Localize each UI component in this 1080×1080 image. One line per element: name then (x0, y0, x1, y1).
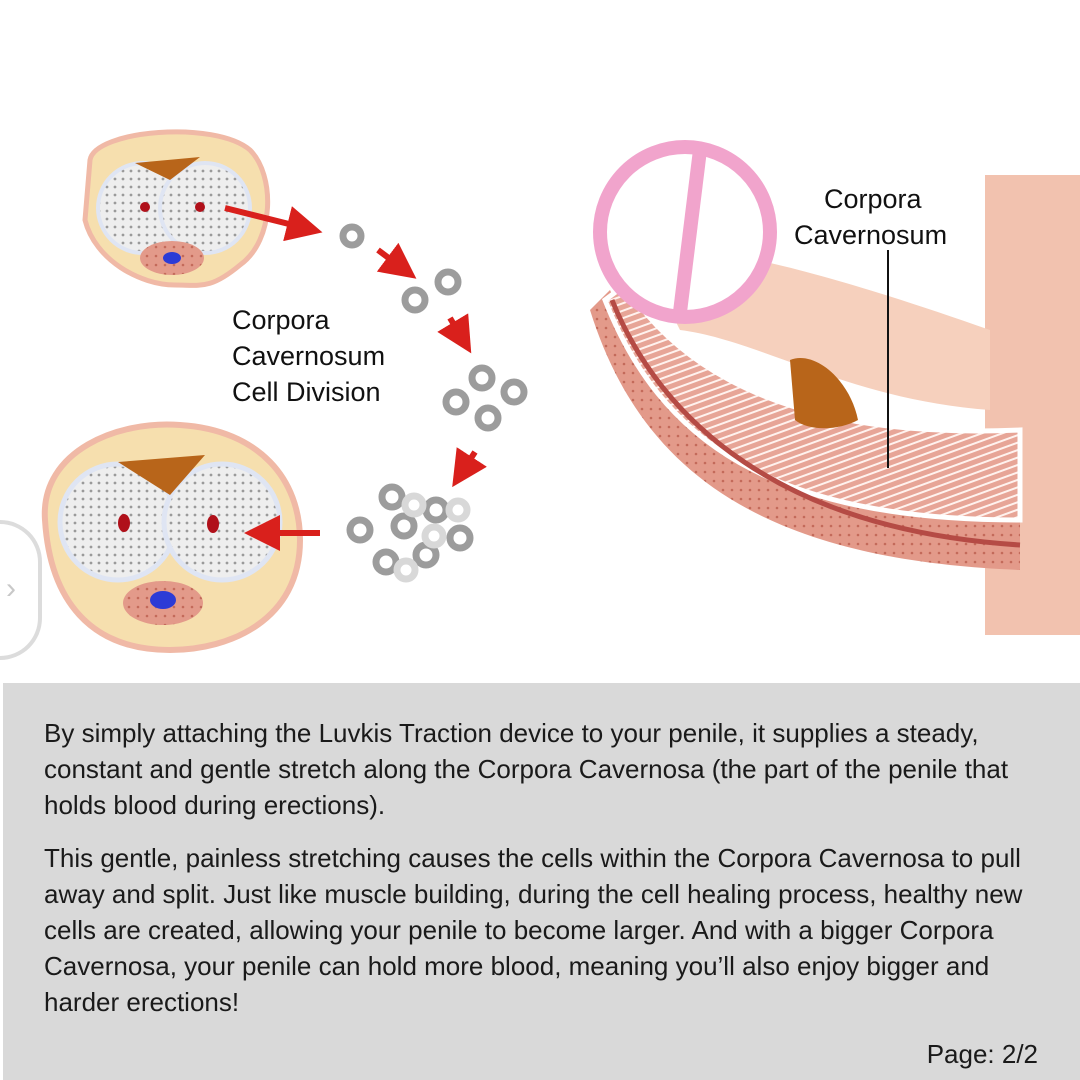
large-cross-section (41, 421, 304, 654)
small-cross-section (82, 129, 271, 288)
anatomy-diagram (41, 129, 1080, 654)
red-arrows (224, 205, 487, 551)
description-paragraph-1: By simply attaching the Luvkis Traction … (44, 718, 1009, 820)
label-line: Cell Division (232, 377, 381, 407)
cells (339, 223, 528, 583)
side-view (590, 140, 1080, 635)
cell-division-label: Corpora Cavernosum Cell Division (232, 302, 385, 410)
chevron-right-icon: › (6, 572, 16, 605)
next-slide-button[interactable]: › (0, 520, 42, 660)
corpora-cavernosum-label: Corpora Cavernosum (794, 181, 947, 253)
label-line: Corpora (824, 184, 922, 214)
label-line: Cavernosum (794, 220, 948, 250)
description-panel: By simply attaching the Luvkis Traction … (3, 683, 1080, 1080)
label-line: Cavernosum (232, 341, 386, 371)
page-indicator: Page: 2/2 (926, 1039, 1038, 1069)
label-line: Corpora (232, 305, 330, 335)
description-paragraph-2: This gentle, painless stretching causes … (44, 843, 1023, 1017)
